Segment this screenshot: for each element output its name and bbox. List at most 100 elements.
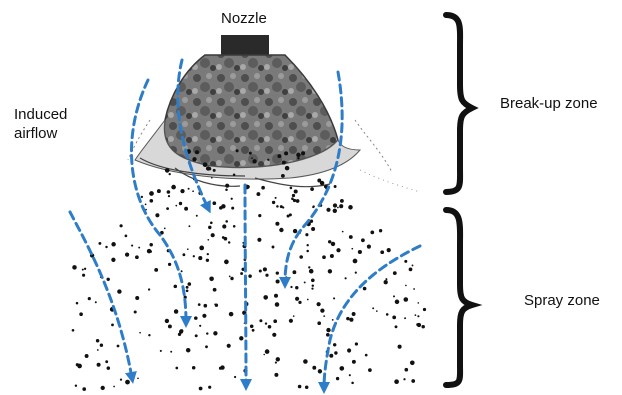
droplet — [298, 301, 301, 304]
droplet — [194, 316, 198, 320]
droplet — [281, 174, 285, 178]
droplet — [263, 354, 265, 356]
droplet — [404, 317, 406, 319]
droplet — [306, 250, 309, 253]
droplet — [82, 387, 86, 391]
droplet — [72, 265, 77, 270]
droplet — [205, 345, 208, 348]
droplet — [307, 244, 309, 246]
droplet — [329, 354, 333, 358]
droplet — [355, 342, 358, 345]
droplet — [209, 276, 214, 281]
droplet — [294, 189, 298, 193]
droplet — [395, 325, 398, 328]
droplet — [259, 270, 262, 273]
droplet — [272, 246, 275, 249]
droplet — [277, 154, 281, 158]
droplet — [192, 157, 196, 161]
droplet — [297, 157, 299, 159]
breakup-zone-brace — [446, 15, 472, 192]
droplet — [206, 259, 209, 262]
droplet — [273, 319, 277, 323]
droplet — [272, 333, 276, 337]
droplet — [105, 360, 108, 363]
droplet — [282, 161, 286, 165]
droplet — [318, 369, 322, 373]
droplet — [299, 255, 303, 259]
droplet — [219, 206, 223, 210]
droplet — [169, 173, 171, 175]
droplet — [236, 149, 239, 152]
droplet — [337, 207, 339, 209]
airflow-arrow-right-outer — [324, 246, 420, 388]
droplet — [165, 319, 169, 323]
droplet — [322, 255, 326, 259]
droplet — [164, 228, 166, 230]
droplet — [336, 377, 339, 380]
droplet — [125, 235, 128, 238]
droplet — [367, 245, 371, 249]
droplet — [272, 201, 275, 204]
droplet — [392, 316, 396, 320]
droplet — [192, 366, 196, 370]
droplet — [111, 324, 114, 327]
droplet — [212, 201, 216, 205]
droplet — [139, 332, 141, 334]
droplet — [409, 268, 413, 272]
droplet — [339, 204, 343, 208]
droplet — [348, 205, 353, 210]
droplet — [268, 325, 272, 329]
droplet — [230, 277, 233, 280]
droplet — [282, 206, 284, 208]
droplet — [79, 312, 83, 316]
droplet — [195, 150, 199, 154]
droplet — [285, 166, 290, 171]
droplet — [376, 310, 378, 312]
droplet — [135, 296, 139, 300]
droplet — [370, 231, 374, 235]
droplet — [352, 360, 356, 364]
droplet — [405, 285, 407, 287]
droplet — [257, 238, 261, 242]
droplet — [213, 169, 216, 172]
droplet — [111, 242, 115, 246]
droplet — [149, 243, 152, 246]
droplet — [229, 276, 231, 278]
droplet — [339, 366, 344, 371]
droplet — [228, 241, 230, 243]
droplet — [97, 363, 101, 367]
induced-airflow-label: Induced airflow — [14, 105, 67, 143]
liquid-sheet — [128, 55, 420, 192]
droplet — [252, 329, 255, 332]
droplet — [326, 328, 330, 332]
droplet — [251, 157, 253, 159]
droplet — [291, 197, 294, 200]
droplet — [275, 362, 277, 364]
droplet — [276, 279, 280, 283]
droplet — [107, 366, 111, 370]
droplet — [423, 308, 426, 311]
droplet — [198, 256, 202, 260]
droplet — [274, 373, 278, 377]
spray-zone-brace — [446, 210, 472, 385]
droplet — [328, 240, 331, 243]
droplet — [168, 324, 172, 328]
droplet — [317, 321, 321, 325]
droplet — [336, 248, 340, 252]
droplet — [82, 269, 84, 271]
spray-zone-label: Spray zone — [524, 292, 600, 310]
droplet — [404, 368, 408, 372]
droplet — [229, 312, 234, 317]
droplet — [186, 348, 191, 353]
droplet — [351, 248, 353, 250]
droplet — [320, 308, 324, 312]
droplet — [267, 159, 269, 161]
droplet — [145, 204, 147, 206]
droplet — [259, 319, 262, 322]
droplet — [98, 242, 101, 245]
droplet — [225, 220, 228, 223]
droplet — [187, 248, 189, 250]
droplet — [413, 288, 415, 290]
